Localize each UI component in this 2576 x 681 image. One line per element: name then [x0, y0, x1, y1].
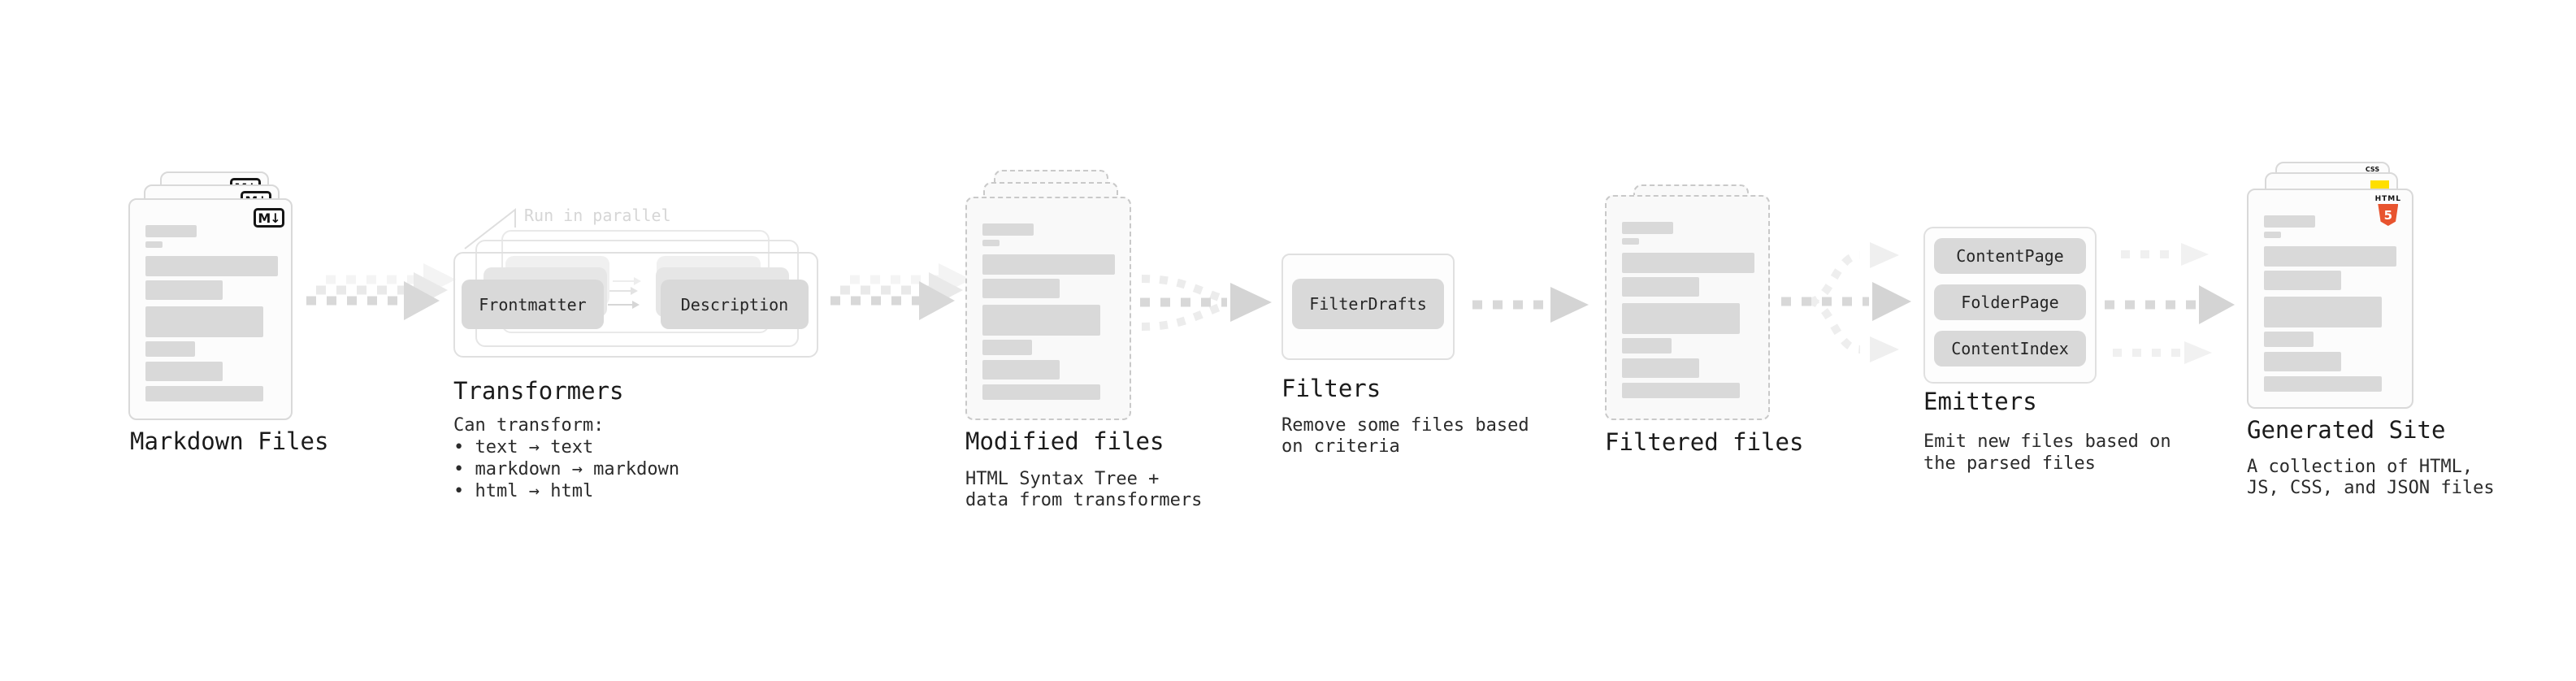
modified-file-front [965, 197, 1131, 420]
placeholder-text-bar [145, 280, 223, 300]
modified-files-label: Modified files [965, 427, 1164, 455]
placeholder-text-bar [2264, 232, 2281, 238]
modified-files-description: HTML Syntax Tree + data from transformer… [965, 469, 1203, 510]
emitter-contentindex-pill: ContentIndex [1934, 331, 2086, 367]
filter-drafts-pill: FilterDrafts [1292, 279, 1444, 329]
placeholder-text-bar [145, 341, 195, 357]
filtered-files-label: Filtered files [1605, 428, 1804, 456]
placeholder-text-bar [2264, 297, 2382, 327]
placeholder-text-bar [2264, 352, 2341, 371]
flow-arrows-emitters-to-site [2105, 243, 2235, 364]
transformer-frontmatter-pill: Frontmatter [462, 280, 604, 329]
placeholder-text-bar [982, 340, 1032, 355]
placeholder-text-bar [145, 225, 197, 237]
markdown-icon: M↓ [254, 208, 284, 228]
filters-description: Remove some files based on criteria [1281, 415, 1529, 457]
emitters-description: Emit new files based on the parsed files [1923, 432, 2171, 474]
placeholder-text-bar [145, 241, 163, 248]
transformers-label: Transformers [453, 377, 624, 405]
markdown-files-label: Markdown Files [130, 427, 329, 455]
placeholder-text-bar [145, 306, 263, 337]
placeholder-text-bar [982, 305, 1100, 336]
placeholder-text-bar [1622, 222, 1673, 234]
placeholder-text-bar [982, 279, 1060, 298]
transformer-description-pill: Description [661, 280, 809, 329]
placeholder-text-bar [145, 256, 278, 276]
transformers-description: Can transform: • text → text • markdown … [453, 415, 680, 501]
placeholder-text-bar [1622, 338, 1672, 354]
placeholder-text-bar [145, 362, 223, 381]
placeholder-text-bar [982, 254, 1115, 275]
placeholder-text-bar [1622, 277, 1699, 297]
site-file-html: HTML 5 [2247, 189, 2413, 409]
placeholder-text-bar [982, 240, 1000, 246]
flow-arrow-merge-to-filters [1140, 275, 1272, 331]
placeholder-text-bar [1622, 238, 1639, 245]
placeholder-text-bar [2264, 332, 2314, 347]
filtered-file-front [1605, 195, 1770, 420]
emitters-label: Emitters [1923, 388, 2037, 415]
generated-site-label: Generated Site [2247, 416, 2446, 444]
placeholder-text-bar [145, 386, 263, 401]
flow-arrow-filters-to-filtered [1472, 287, 1589, 323]
flow-arrow-markdown-to-transformers [306, 263, 456, 320]
placeholder-text-bar [2264, 246, 2396, 267]
placeholder-text-bar [1622, 358, 1699, 378]
parallel-arrows-icon [608, 277, 641, 309]
transformer-frame-front [453, 252, 818, 358]
placeholder-text-bar [982, 384, 1100, 400]
markdown-file-front: M↓ [128, 198, 293, 420]
placeholder-text-bar [1622, 253, 1754, 273]
filters-label: Filters [1281, 375, 1381, 402]
html5-icon: HTML 5 [2375, 196, 2401, 226]
placeholder-text-bar [2264, 376, 2382, 392]
placeholder-text-bar [1622, 383, 1740, 398]
run-in-parallel-note: Run in parallel [524, 206, 671, 225]
generated-site-description: A collection of HTML, JS, CSS, and JSON … [2247, 457, 2495, 498]
placeholder-text-bar [2264, 271, 2341, 290]
flow-arrow-split-to-emitters [1781, 242, 1911, 362]
emitter-contentpage-pill: ContentPage [1934, 238, 2086, 274]
emitter-folderpage-pill: FolderPage [1934, 284, 2086, 320]
placeholder-text-bar [1622, 303, 1740, 334]
placeholder-text-bar [2264, 215, 2315, 228]
placeholder-text-bar [982, 360, 1060, 380]
placeholder-text-bar [982, 223, 1034, 236]
flow-arrow-transformers-to-modified [830, 263, 971, 320]
note-leader-line [464, 207, 516, 249]
